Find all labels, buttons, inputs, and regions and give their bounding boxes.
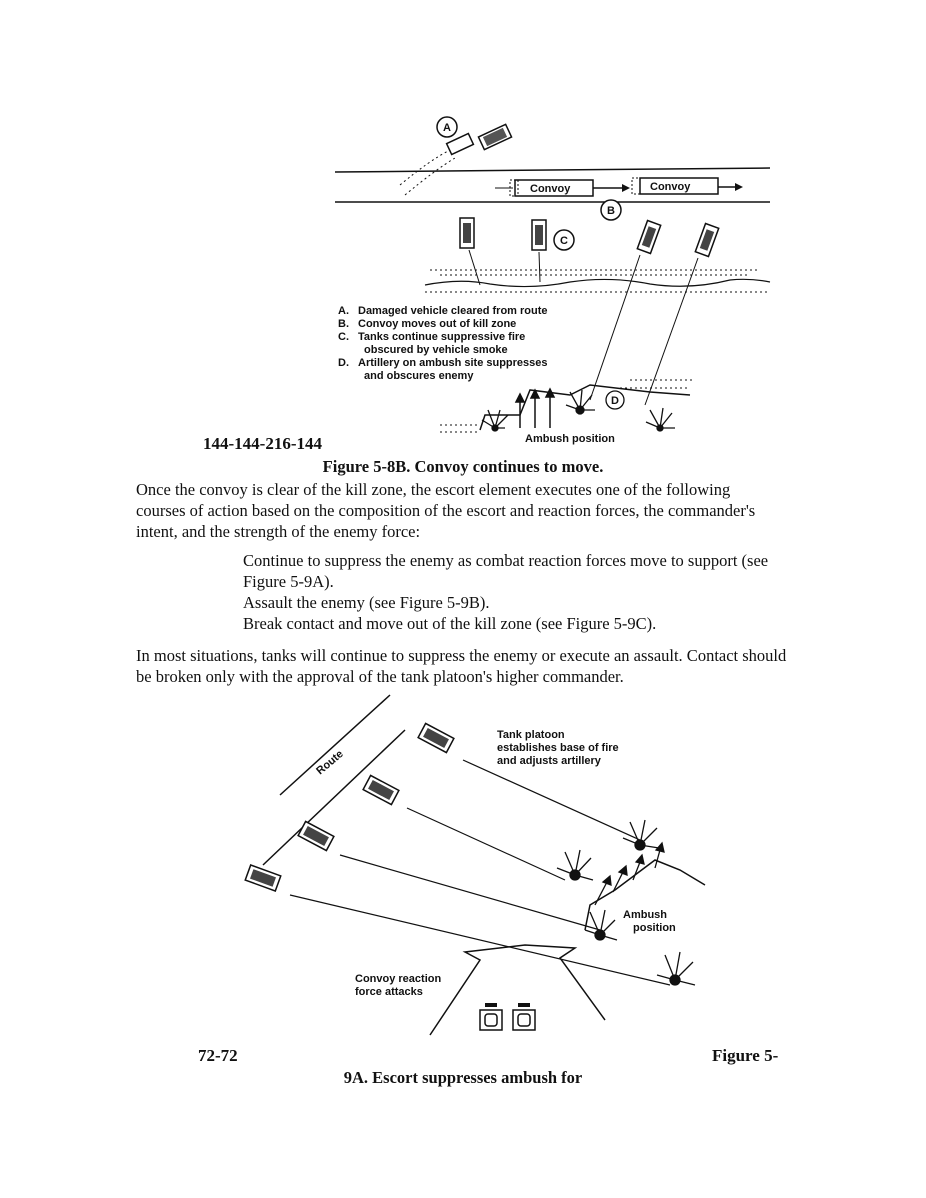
figure-5-8b-caption: Figure 5-8B. Convoy continues to move. [322,457,604,476]
marker-b [600,199,622,221]
reaction-vehicle-1-icon [479,1003,503,1031]
option-item-2: Assault the enemy (see Figure 5-9B). [243,593,490,612]
figure-5-8b-diagram: A Convoy Convoy B C [334,116,771,445]
figure-5-9a-code: 72-72 [198,1046,238,1065]
reaction-force-arrow [429,944,606,1036]
ambush-label-line-2: position [633,922,676,934]
tank-c-icon [297,820,601,931]
tank-2-icon [531,219,547,283]
convoy-left-label: Convoy [530,183,571,195]
figure-5-8b-code: 144-144-216-144 [203,434,322,453]
convoy-right-label: Convoy [650,181,691,193]
figure-5-9a-caption-part1: Figure 5- [712,1046,779,1065]
intro-paragraph: Once the convoy is clear of the kill zon… [136,480,756,541]
legend-text-a: Damaged vehicle cleared from route [358,305,548,317]
marker-b-label: B [607,205,615,217]
legend-text-b: Convoy moves out of kill zone [358,318,516,330]
reaction-label-line-2: force attacks [355,986,423,998]
tank-4-icon [644,222,720,406]
ambush-label-line-1: Ambush [623,909,667,921]
tank-d-icon [244,864,671,986]
platoon-label-line-3: and adjusts artillery [497,755,602,767]
explosion-b-icon [556,849,594,881]
tank-3-icon [589,219,662,401]
figure-5-9a-caption-part2: 9A. Escort suppresses ambush for [343,1068,583,1087]
option-item-1: Continue to suppress the enemy as combat… [243,551,769,591]
closing-paragraph: In most situations, tanks will continue … [136,646,787,686]
tank-a-icon [417,722,641,841]
explosion-3-icon [645,407,675,432]
ambush-terrain [479,384,691,431]
marker-c [553,229,575,251]
platoon-label-line-2: establishes base of fire [497,742,619,754]
legend-key-a: A. [338,305,349,317]
ambush-position-label: Ambush position [525,433,615,445]
explosion-1-icon [481,409,509,432]
marker-c-label: C [560,235,568,247]
explosion-d-icon [656,951,696,986]
marker-d [605,390,625,410]
convoy-right-icon [631,177,719,195]
legend-text-d: Artillery on ambush site suppresses [358,357,548,369]
option-item-3: Break contact and move out of the kill z… [243,614,657,633]
explosion-2-icon [565,389,595,415]
tank-b-icon [362,774,566,881]
reaction-vehicle-2-icon [512,1003,536,1031]
smoke-screen [424,278,771,288]
damaged-vehicle-icon [399,123,513,196]
explosion-a-icon [622,819,660,851]
explosion-c-icon [584,909,618,941]
option-list: Continue to suppress the enemy as combat… [243,550,803,634]
legend-text-c2: obscured by vehicle smoke [364,344,508,356]
legend-key-d: D. [338,357,349,369]
tank-1-icon [459,217,481,286]
legend-key-b: B. [338,318,349,330]
figure-5-9a-diagram: Route Tank p [244,694,706,1036]
marker-a [436,116,458,138]
marker-a-label: A [443,122,451,134]
route-edge-2 [262,729,406,866]
reaction-label-line-1: Convoy reaction [355,973,441,985]
marker-d-label: D [611,395,619,407]
legend-key-c: C. [338,331,349,343]
legend-text-c: Tanks continue suppressive fire [358,331,525,343]
legend-text-d2: and obscures enemy [364,370,474,382]
route-edge-1 [279,694,391,796]
route-label: Route [314,748,346,777]
platoon-label-line-1: Tank platoon [497,729,565,741]
road-edge-top [334,167,771,173]
